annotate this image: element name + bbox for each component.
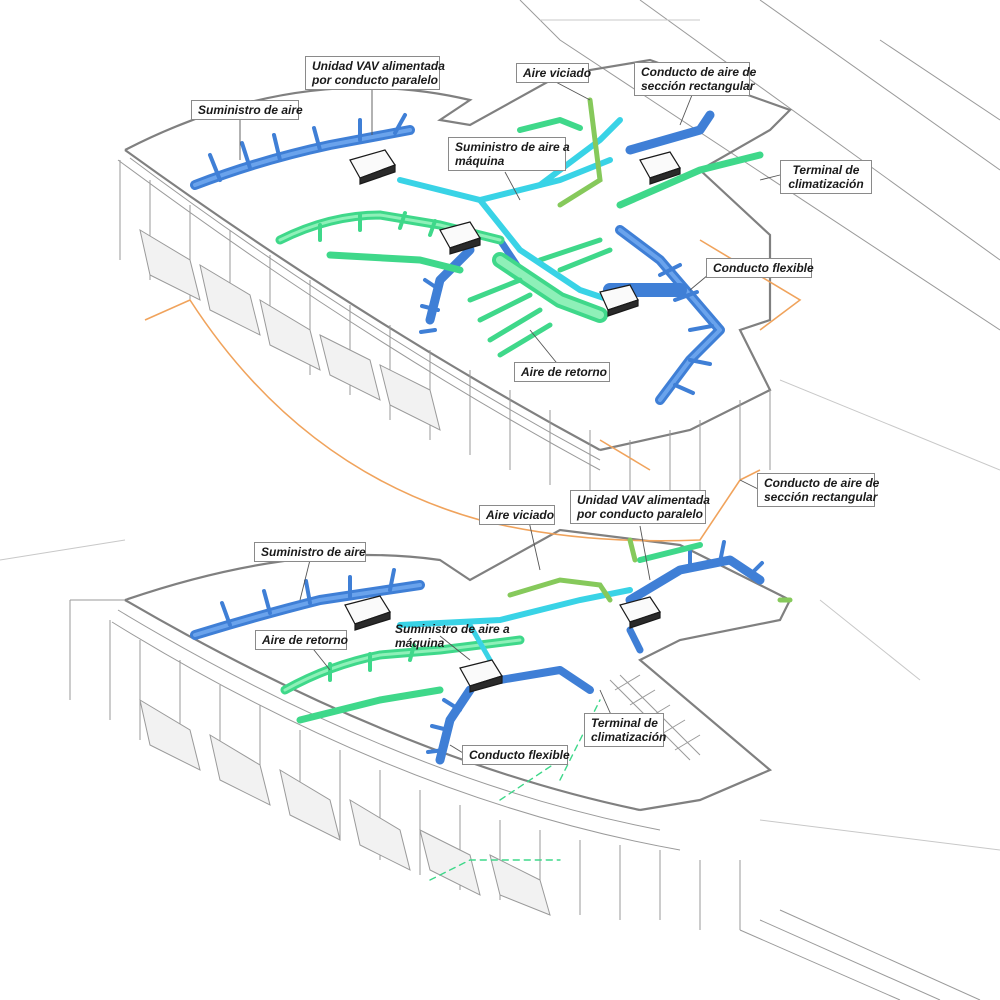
label-exhaust-air-upper: Aire viciado (516, 63, 592, 83)
label-text-line2: por conducto paralelo (577, 507, 704, 521)
label-machine-supply-upper: Suministro de aire a máquina (448, 137, 570, 171)
label-text-line1: Suministro de aire a (455, 140, 570, 154)
label-exhaust-air-lower: Aire viciado (479, 505, 555, 525)
label-text-line2: climatización (788, 177, 864, 191)
label-terminal-upper: Terminal de climatización (780, 160, 872, 194)
lower-vav-units (344, 595, 661, 693)
lower-exhaust-ducts (429, 537, 793, 881)
label-text-line2: sección rectangular (764, 490, 878, 504)
label-text: Aire de retorno (262, 633, 349, 647)
label-supply-air-lower: Suministro de aire (254, 542, 366, 562)
label-text: Conducto flexible (713, 261, 814, 275)
label-text-line1: Suministro de aire a (395, 622, 510, 636)
label-vav-unit-upper: Unidad VAV alimentada por conducto paral… (305, 56, 445, 90)
label-text: Conducto flexible (469, 748, 570, 762)
label-rect-duct-upper: Conducto de aire de sección rectangular (634, 62, 757, 96)
label-text: Suministro de aire (198, 103, 303, 117)
label-text-line1: Terminal de (591, 716, 658, 730)
label-text-line1: Unidad VAV alimentada (312, 59, 445, 73)
upper-vav-units (349, 149, 681, 317)
lower-return-ducts (280, 542, 703, 724)
upper-exhaust-ducts (557, 97, 603, 208)
label-vav-unit-lower: Unidad VAV alimentada por conducto paral… (570, 490, 710, 524)
upper-return-ducts (275, 117, 764, 358)
upper-supply-ducts (190, 110, 725, 405)
label-text: Aire viciado (523, 66, 592, 80)
label-flexible-duct-upper: Conducto flexible (706, 258, 814, 278)
label-text-line1: Conducto de aire de (764, 476, 880, 490)
label-flexible-duct-lower: Conducto flexible (462, 745, 570, 765)
label-text: Aire de retorno (521, 365, 608, 379)
label-text-line1: Conducto de aire de (641, 65, 757, 79)
label-text-line2: máquina (455, 154, 505, 168)
label-text-line2: sección rectangular (641, 79, 755, 93)
label-return-air-lower: Aire de retorno (255, 630, 349, 650)
label-text-line2: climatización (591, 730, 667, 744)
label-terminal-lower: Terminal de climatización (584, 713, 667, 747)
label-text: Suministro de aire (261, 545, 366, 559)
label-text-line1: Unidad VAV alimentada (577, 493, 710, 507)
label-text: Aire viciado (486, 508, 555, 522)
label-text-line2: máquina (395, 636, 445, 650)
label-rect-duct-middle: Conducto de aire de sección rectangular (757, 473, 880, 507)
lower-supply-ducts (190, 540, 765, 765)
label-supply-air-upper: Suministro de aire (191, 100, 303, 120)
label-return-air-upper: Aire de retorno (514, 362, 610, 382)
label-text-line2: por conducto paralelo (312, 73, 439, 87)
label-text-line1: Terminal de (792, 163, 860, 177)
label-machine-supply-lower: Suministro de aire a máquina (388, 619, 510, 653)
